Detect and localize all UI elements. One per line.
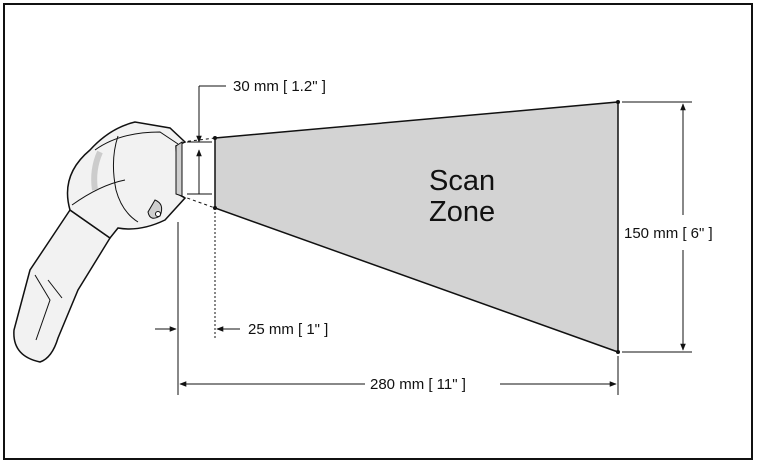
scan-zone-label-line2: Zone (429, 196, 495, 228)
zone-corner-dot (213, 206, 217, 210)
dimension-far-distance (179, 356, 619, 395)
dimension-window-height-label: 30 mm [ 1.2" ] (233, 78, 326, 95)
dimension-window-height (187, 85, 226, 195)
diagram-border (3, 3, 753, 460)
dimension-start-distance-label: 25 mm [ 1" ] (248, 321, 328, 338)
dimension-far-height-label: 150 mm [ 6" ] (624, 225, 713, 242)
dimension-far-distance-label: 280 mm [ 11" ] (370, 376, 466, 393)
handheld-barcode-scanner-icon (13, 121, 187, 363)
zone-corner-dot (616, 100, 620, 104)
zone-corner-dot (213, 136, 217, 140)
scan-zone-label-line1: Scan (429, 165, 495, 197)
zone-corner-dot (616, 350, 620, 354)
dimension-far-height (622, 101, 692, 353)
scan-zone-area (214, 101, 619, 354)
dimension-start-distance (155, 212, 240, 395)
